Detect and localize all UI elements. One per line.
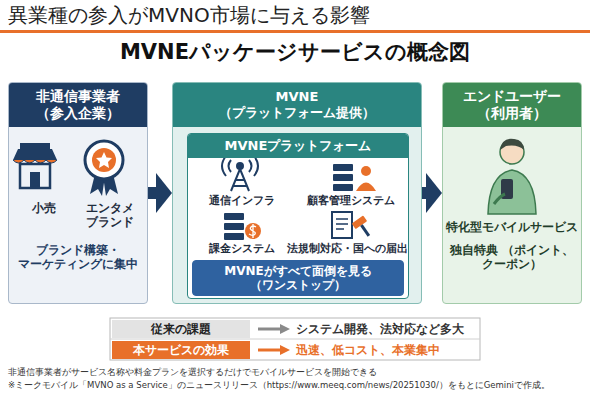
header-rule bbox=[0, 30, 590, 33]
text-wrap: エンドユーザー （利用者） bbox=[443, 83, 581, 127]
text-wrap: MVNEがすべて面倒を見る （ワンストップ） bbox=[193, 261, 403, 295]
flow-arrow bbox=[422, 187, 430, 199]
label-wrap: ※ミークモバイル「MVNO as a Service」のニュースリリース（htt… bbox=[8, 380, 582, 390]
function-caption: 顧客管理システム bbox=[296, 194, 406, 207]
slide-header: 異業種の参入がMVNO市場に与える影響 bbox=[8, 3, 578, 27]
label-wrap: 迅速、低コスト、本業集中 bbox=[296, 341, 478, 359]
function-caption: 課金システム bbox=[192, 242, 292, 255]
source-note: ※ミークモバイル「MVNO as a Service」のニュースリリース（htt… bbox=[8, 380, 582, 390]
note-text: 非通信事業者がサービス名称や料金プランを選択するだけでモバイルサービスを開始でき… bbox=[8, 367, 582, 377]
label-wrap: 本サービスの効果 bbox=[112, 341, 250, 359]
text-wrap: 独自特典 （ポイント、クーポン） bbox=[445, 243, 579, 272]
label-wrap: 非通信事業者がサービス名称や料金プランを選択するだけでモバイルサービスを開始でき… bbox=[8, 367, 582, 377]
text-wrap: 特化型モバイルサービス bbox=[445, 221, 579, 235]
diagram-title: MVNEパッケージサービスの概念図 bbox=[0, 40, 590, 65]
panel-header: エンドユーザー （利用者） bbox=[443, 83, 581, 127]
onestop-text: MVNEがすべて面倒を見る （ワンストップ） bbox=[193, 261, 403, 295]
table-cell: システム開発、法対応など多大 bbox=[296, 320, 478, 338]
text-wrap: 通信インフラ bbox=[192, 194, 292, 207]
mvne-panel: MVNEがすべて面倒を見る （ワンストップ） MVNEプラットフォーム通信インフラ… bbox=[172, 82, 422, 304]
function-caption: 法規制対応・国への届出 bbox=[286, 242, 408, 255]
table-cell: 従来の課題 bbox=[112, 320, 250, 338]
icon-caption: エンタメ ブランド bbox=[75, 201, 145, 230]
title-wrap: MVNEパッケージサービスの概念図 bbox=[0, 40, 590, 65]
panel-header: MVNE （プラットフォーム提供） bbox=[173, 83, 421, 127]
text-wrap: 非通信事業者 （参入企業） bbox=[9, 83, 147, 127]
summary-table bbox=[110, 318, 480, 360]
entrant-panel: 非通信事業者 （参入企業） 小売エンタメ ブランドブランド構築・ マーケティングに… bbox=[8, 82, 148, 304]
text-wrap: 小売 bbox=[13, 201, 75, 215]
text-wrap: エンタメ ブランド bbox=[75, 201, 145, 230]
text-wrap: ブランド構築・ マーケティングに集中 bbox=[11, 243, 145, 272]
label-wrap: 異業種の参入がMVNO市場に与える影響 bbox=[8, 3, 578, 27]
platform-box: MVNEがすべて面倒を見る （ワンストップ） MVNEプラットフォーム通信インフラ… bbox=[187, 133, 409, 299]
text-wrap: 課金システム bbox=[192, 242, 292, 255]
label-wrap: システム開発、法対応など多大 bbox=[296, 320, 478, 338]
table-cell: 本サービスの効果 bbox=[112, 341, 250, 359]
label-wrap: 従来の課題 bbox=[112, 320, 250, 338]
panel-header: 非通信事業者 （参入企業） bbox=[9, 83, 147, 127]
platform-header: MVNEプラットフォーム bbox=[188, 134, 408, 158]
flow-arrow bbox=[148, 187, 160, 199]
text-wrap: 顧客管理システム bbox=[296, 194, 406, 207]
function-caption: 通信インフラ bbox=[192, 194, 292, 207]
benefit-text: 独自特典 （ポイント、クーポン） bbox=[445, 243, 579, 272]
text-wrap: MVNE （プラットフォーム提供） bbox=[173, 83, 421, 127]
text-wrap: 法規制対応・国への届出 bbox=[286, 242, 408, 255]
service-text: 特化型モバイルサービス bbox=[445, 221, 579, 235]
onestop-band: MVNEがすべて面倒を見る （ワンストップ） bbox=[192, 260, 404, 296]
icon-caption: 小売 bbox=[13, 201, 75, 215]
focus-text: ブランド構築・ マーケティングに集中 bbox=[11, 243, 145, 272]
table-cell: 迅速、低コスト、本業集中 bbox=[296, 341, 478, 359]
text-wrap: MVNEプラットフォーム bbox=[188, 134, 408, 158]
